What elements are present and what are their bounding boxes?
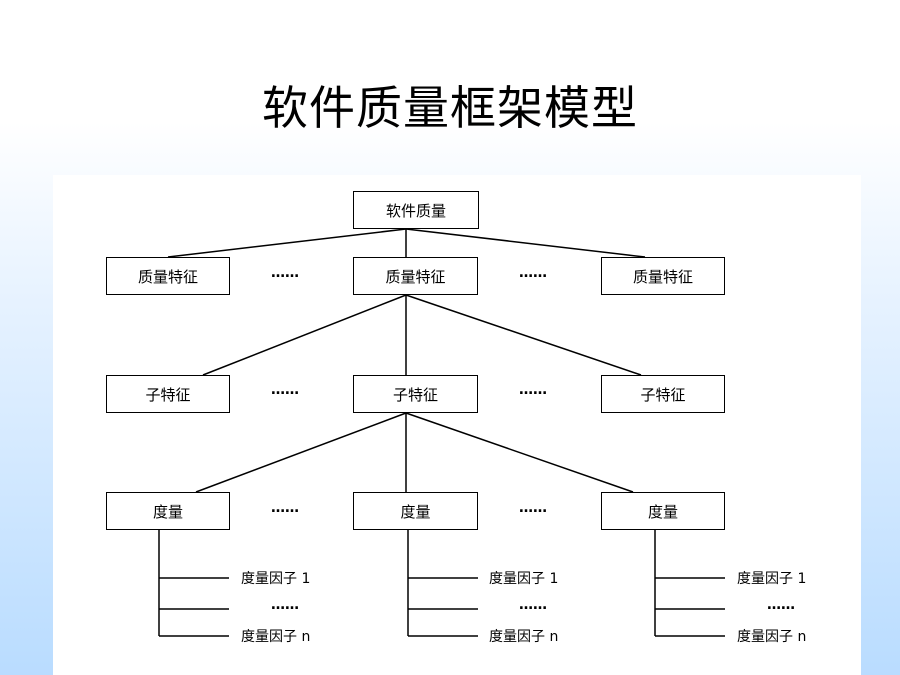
metric-factor-ellipsis: …… bbox=[271, 597, 299, 613]
sub-characteristic-node: 子特征 bbox=[601, 375, 725, 413]
ellipsis: …… bbox=[271, 500, 299, 516]
ellipsis: …… bbox=[519, 265, 547, 281]
metric-factor-label: 度量因子 1 bbox=[737, 571, 807, 587]
metric-factor-ellipsis: …… bbox=[519, 597, 547, 613]
sub-characteristic-node: 子特征 bbox=[353, 375, 478, 413]
quality-characteristic-node: 质量特征 bbox=[353, 257, 478, 295]
connector bbox=[405, 294, 642, 376]
slide-title: 软件质量框架模型 bbox=[262, 81, 638, 135]
connector bbox=[195, 412, 407, 493]
connector bbox=[405, 412, 634, 493]
metric-factor-label: 度量因子 n bbox=[489, 629, 559, 645]
sub-characteristic-node: 子特征 bbox=[106, 375, 230, 413]
root-node: 软件质量 bbox=[353, 191, 479, 229]
connector bbox=[167, 228, 407, 258]
diagram-panel: 软件质量 质量特征 …… 质量特征 …… 质量特征 子特征 …… 子特征 …… … bbox=[53, 175, 861, 675]
metric-factor-label: 度量因子 1 bbox=[489, 571, 559, 587]
ellipsis: …… bbox=[519, 382, 547, 398]
ellipsis: …… bbox=[271, 265, 299, 281]
metric-factor-label: 度量因子 n bbox=[241, 629, 311, 645]
quality-characteristic-node: 质量特征 bbox=[106, 257, 230, 295]
connector bbox=[405, 228, 646, 258]
connector-lines bbox=[158, 228, 725, 637]
metric-node: 度量 bbox=[106, 492, 230, 530]
ellipsis: …… bbox=[271, 382, 299, 398]
ellipsis: …… bbox=[519, 500, 547, 516]
quality-characteristic-node: 质量特征 bbox=[601, 257, 725, 295]
metric-factor-ellipsis: …… bbox=[767, 597, 795, 613]
metric-node: 度量 bbox=[353, 492, 478, 530]
metric-factor-label: 度量因子 1 bbox=[241, 571, 311, 587]
metric-node: 度量 bbox=[601, 492, 725, 530]
connector bbox=[202, 294, 407, 376]
metric-factor-label: 度量因子 n bbox=[737, 629, 807, 645]
